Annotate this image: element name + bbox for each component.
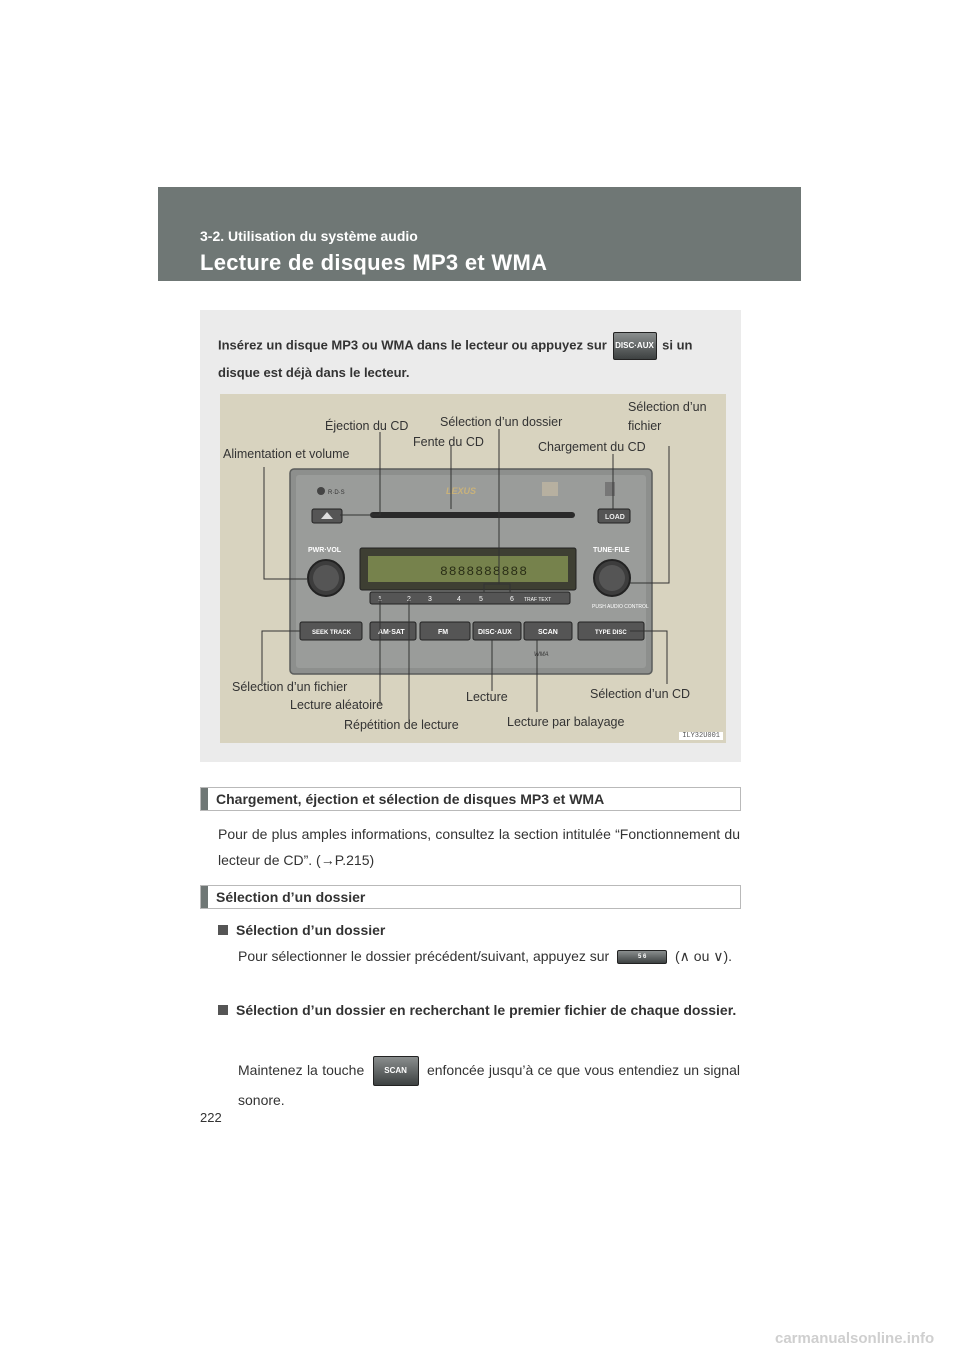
svg-text:6: 6 <box>510 596 514 603</box>
svg-text:R·D·S: R·D·S <box>328 490 345 496</box>
callout-power-volume: Alimentation et volume <box>223 447 350 461</box>
callout-repeat: Répétition de lecture <box>344 718 459 732</box>
heading-bar <box>201 788 208 810</box>
svg-text:5: 5 <box>479 596 483 603</box>
audio-unit-illustration: R·D·S LEXUS LOAD 8888888888 PWR·VOL TUNE… <box>261 429 670 722</box>
section-heading-loading: Chargement, éjection et sélection de dis… <box>200 787 741 811</box>
heading-bar <box>201 886 208 908</box>
callout-folder-select: Sélection d’un dossier <box>440 415 563 429</box>
scan-button <box>523 621 573 641</box>
section-label: 3-2. Utilisation du système audio <box>200 228 418 244</box>
svg-text:SCAN: SCAN <box>538 629 558 636</box>
brand-text: LEXUS <box>446 486 476 496</box>
bullet2-title: Sélection d’un dossier en recherchant le… <box>218 997 740 1023</box>
svg-text:TYPE DISC: TYPE DISC <box>595 630 627 636</box>
chapter-header <box>158 187 801 281</box>
am-sat-button <box>369 621 417 641</box>
bullet1-text-before: Pour sélectionner le dossier précédent/s… <box>238 948 610 964</box>
bullet2-text-before: Maintenez la touche <box>238 1062 365 1078</box>
svg-text:PWR·VOL: PWR·VOL <box>308 547 342 554</box>
audio-unit-figure: R·D·S LEXUS LOAD 8888888888 PWR·VOL TUNE… <box>220 394 726 743</box>
svg-text:8888888888: 8888888888 <box>440 564 528 579</box>
bullet-square-icon <box>218 1005 228 1015</box>
svg-text:4: 4 <box>457 596 461 603</box>
watermark: carmanualsonline.info <box>775 1330 935 1347</box>
callout-lines <box>261 429 670 722</box>
intro-text-before: Insérez un disque MP3 ou WMA dans le lec… <box>218 337 607 353</box>
disc-aux-button-icon: DISC·AUX <box>612 332 657 360</box>
bullet1-text-after: (∧ ou ∨). <box>675 948 733 964</box>
callout-eject: Éjection du CD <box>325 419 409 433</box>
bullet1-title: Sélection d’un dossier <box>218 917 740 943</box>
callout-file-select-left: Sélection d’un fichier <box>232 680 348 694</box>
svg-text:TRAF TEXT: TRAF TEXT <box>524 597 551 603</box>
svg-text:LOAD: LOAD <box>605 514 625 521</box>
cd-slot <box>370 512 575 518</box>
load-button <box>597 508 631 524</box>
callout-random: Lecture aléatoire <box>290 698 384 712</box>
cd-logo-icon <box>542 482 558 496</box>
page-title: Lecture de disques MP3 et WMA <box>200 250 548 275</box>
svg-text:FM: FM <box>438 629 448 636</box>
preset-buttons <box>369 591 571 605</box>
scan-button-icon: SCAN <box>372 1056 419 1087</box>
callout-scan: Lecture par balayage <box>507 715 625 729</box>
section-heading-folder: Sélection d’un dossier <box>200 885 741 909</box>
intro-text-after: si un disque est déjà dans le lecteur. <box>218 337 693 380</box>
eject-icon <box>321 512 333 519</box>
bullet2-body: Maintenez la touche SCAN enfoncée jusqu’… <box>238 1056 740 1114</box>
callout-load: Chargement du CD <box>538 440 646 454</box>
page-number: 222 <box>200 1110 222 1125</box>
callout-file-select-top: Sélection d’un fichier <box>628 400 707 433</box>
callout-play: Lecture <box>466 690 508 704</box>
bullet-square-icon <box>218 925 228 935</box>
section-heading-text: Chargement, éjection et sélection de dis… <box>216 791 605 807</box>
svg-text:TUNE·FILE: TUNE·FILE <box>593 547 630 554</box>
disc-logo-icon <box>605 482 615 496</box>
section-heading-text: Sélection d’un dossier <box>216 889 366 905</box>
fm-button <box>419 621 471 641</box>
bullet1-body: Pour sélectionner le dossier précédent/s… <box>238 943 740 969</box>
rds-logo-icon <box>317 487 325 495</box>
svg-text:WMA: WMA <box>534 652 549 658</box>
callout-cd-select: Sélection d’un CD <box>590 687 691 701</box>
svg-text:DISC·AUX: DISC·AUX <box>478 629 512 636</box>
svg-text:AM·SAT: AM·SAT <box>378 629 405 636</box>
preset-5-6-button-icon: 5 6 <box>617 950 668 965</box>
display-lcd <box>368 556 568 582</box>
bullet2-text-after: enfoncée jusqu’à ce que vous entendiez u… <box>238 1062 740 1109</box>
callout-cd-slot: Fente du CD <box>413 435 484 449</box>
svg-text:SEEK TRACK: SEEK TRACK <box>312 630 352 636</box>
disc-aux-button <box>472 621 522 641</box>
svg-text:PUSH AUDIO CONTROL: PUSH AUDIO CONTROL <box>592 604 649 610</box>
figure-code: ILY32U001 <box>679 732 723 740</box>
svg-text:3: 3 <box>428 596 432 603</box>
section1-body: Pour de plus amples informations, consul… <box>218 826 740 868</box>
intro-text: Insérez un disque MP3 ou WMA dans le lec… <box>218 332 728 386</box>
